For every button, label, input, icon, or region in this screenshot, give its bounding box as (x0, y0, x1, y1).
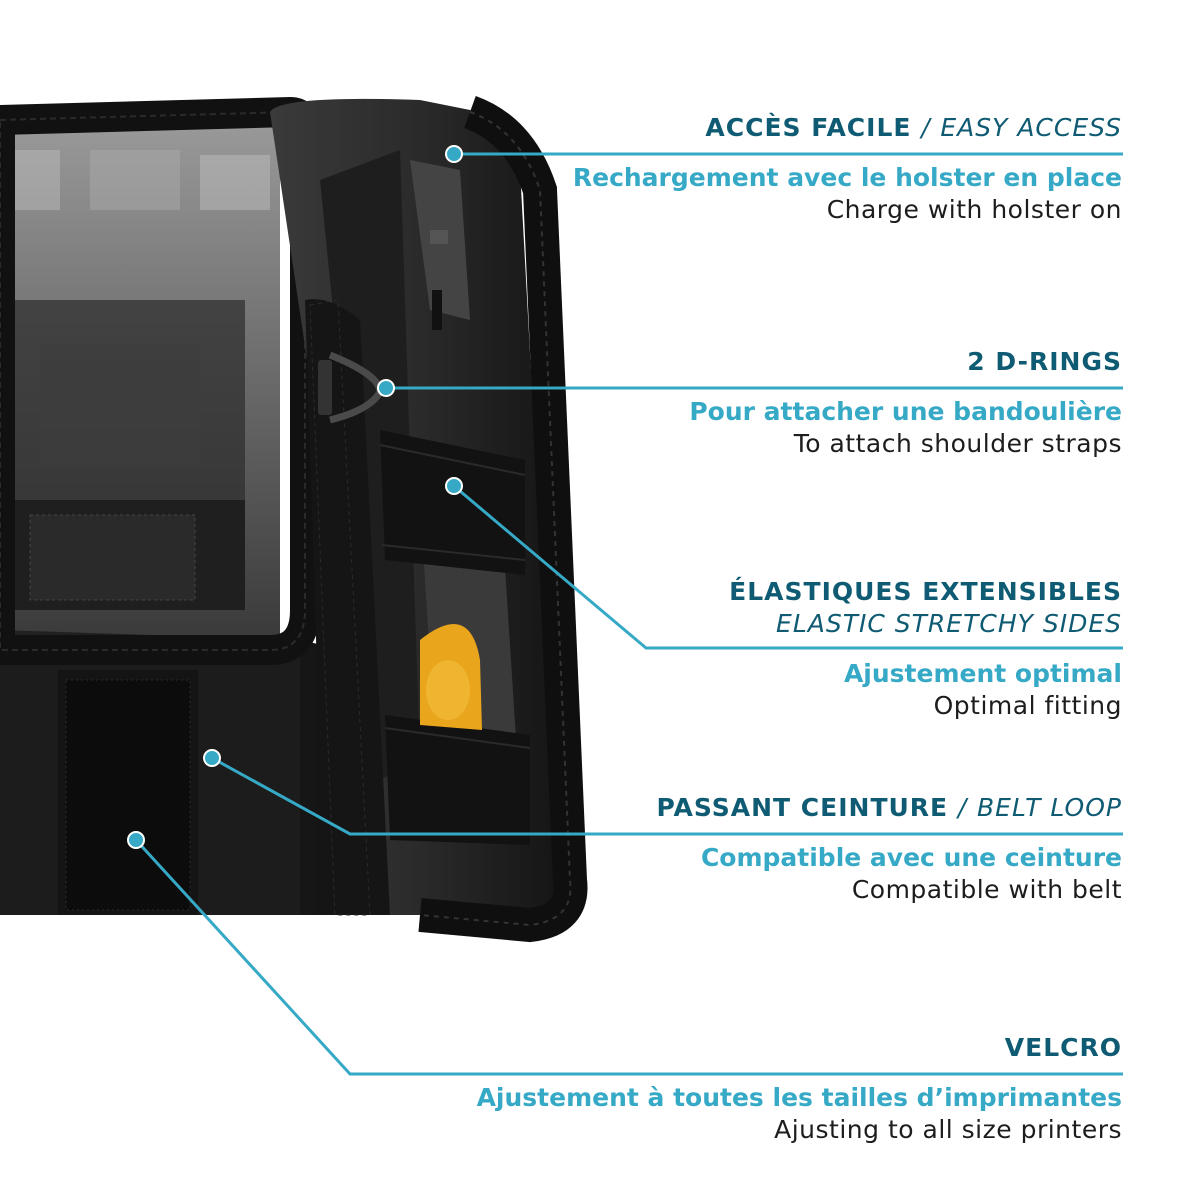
feature-d-rings: 2 D-RINGS Pour attacher une bandoulière … (689, 346, 1122, 460)
side-binding (418, 96, 588, 943)
feature-subtitle-en: Compatible with belt (851, 875, 1122, 904)
callout-dot-d-rings (377, 379, 395, 397)
feature-subtitle-fr: Compatible avec une ceinture (700, 843, 1122, 872)
feature-subtitle-fr: Ajustement optimal (843, 659, 1122, 688)
yellow-tab-icon (420, 624, 482, 730)
feature-title-fr: 2 D-RINGS (967, 347, 1122, 376)
feature-belt-loop: PASSANT CEINTURE / BELT LOOP Compatible … (657, 792, 1123, 906)
feature-subtitle-en: To attach shoulder straps (793, 429, 1122, 458)
feature-title: PASSANT CEINTURE / BELT LOOP (657, 792, 1123, 824)
callout-line-velcro (134, 838, 1123, 1076)
feature-velcro: VELCRO Ajustement à toutes les tailles d… (477, 1032, 1122, 1146)
feature-title-fr: ACCÈS FACILE (705, 113, 912, 142)
feature-title-fr: ÉLASTIQUES EXTENSIBLES (729, 577, 1122, 606)
side-strap (305, 299, 390, 916)
callout-line-elastic (453, 484, 1123, 650)
callout-dot-easy-access (445, 145, 463, 163)
callout-dot-velcro (127, 831, 145, 849)
feature-subtitle-fr: Pour attacher une bandoulière (689, 397, 1122, 426)
callout-dots (127, 145, 463, 849)
callout-lines (134, 152, 1123, 1076)
feature-easy-access: ACCÈS FACILE / EASY ACCESS Rechargement … (573, 112, 1122, 226)
feature-title-fr: PASSANT CEINTURE (656, 793, 949, 822)
feature-title: ACCÈS FACILE / EASY ACCESS (573, 112, 1122, 144)
title-separator: / (921, 113, 931, 142)
feature-title-en: BELT LOOP (977, 793, 1122, 822)
callout-line-belt-loop (211, 756, 1123, 836)
elastic-band-top (379, 430, 526, 575)
feature-elastic-sides: ÉLASTIQUES EXTENSIBLES ELASTIC STRETCHY … (729, 576, 1122, 722)
feature-title-en: EASY ACCESS (940, 113, 1122, 142)
feature-title-en: ELASTIC STRETCHY SIDES (776, 609, 1122, 638)
title-separator: / (957, 793, 968, 822)
feature-subtitle-en: Optimal fitting (933, 691, 1122, 720)
clear-window (0, 118, 280, 640)
feature-subtitle-en: Ajusting to all size printers (774, 1115, 1122, 1144)
callout-dot-belt-loop (203, 749, 221, 767)
feature-subtitle-en: Charge with holster on (826, 195, 1122, 224)
feature-subtitle-fr: Ajustement à toutes les tailles d’imprim… (476, 1083, 1122, 1112)
feature-title-fr: VELCRO (1004, 1033, 1122, 1062)
elastic-band-bottom (384, 715, 531, 845)
feature-subtitle-fr: Rechargement avec le holster en place (572, 163, 1122, 192)
velcro-strip (58, 670, 198, 915)
callout-dot-elastic (445, 477, 463, 495)
